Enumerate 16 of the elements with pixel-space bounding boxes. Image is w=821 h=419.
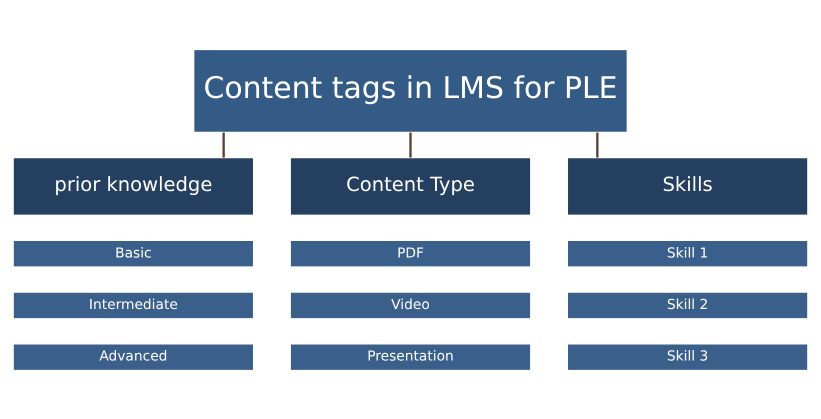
- node-box: Basic: [12, 239, 254, 267]
- node-box: Skill 1: [566, 239, 808, 267]
- node-box: Intermediate: [12, 291, 254, 319]
- connector: [222, 132, 225, 158]
- node-box: Advanced: [12, 342, 254, 370]
- node-box: Skill 2: [566, 291, 808, 319]
- node-box: Content tags in LMS for PLE: [193, 48, 628, 132]
- node-box: Content Type: [290, 156, 532, 216]
- node-box: Video: [290, 291, 532, 319]
- node-box: prior knowledge: [12, 156, 254, 216]
- connector: [596, 132, 598, 158]
- connector: [409, 132, 412, 158]
- node-box: Skill 3: [566, 342, 808, 370]
- node-box: Skills: [566, 156, 808, 216]
- node-box: Presentation: [290, 342, 532, 370]
- node-box: PDF: [290, 239, 532, 267]
